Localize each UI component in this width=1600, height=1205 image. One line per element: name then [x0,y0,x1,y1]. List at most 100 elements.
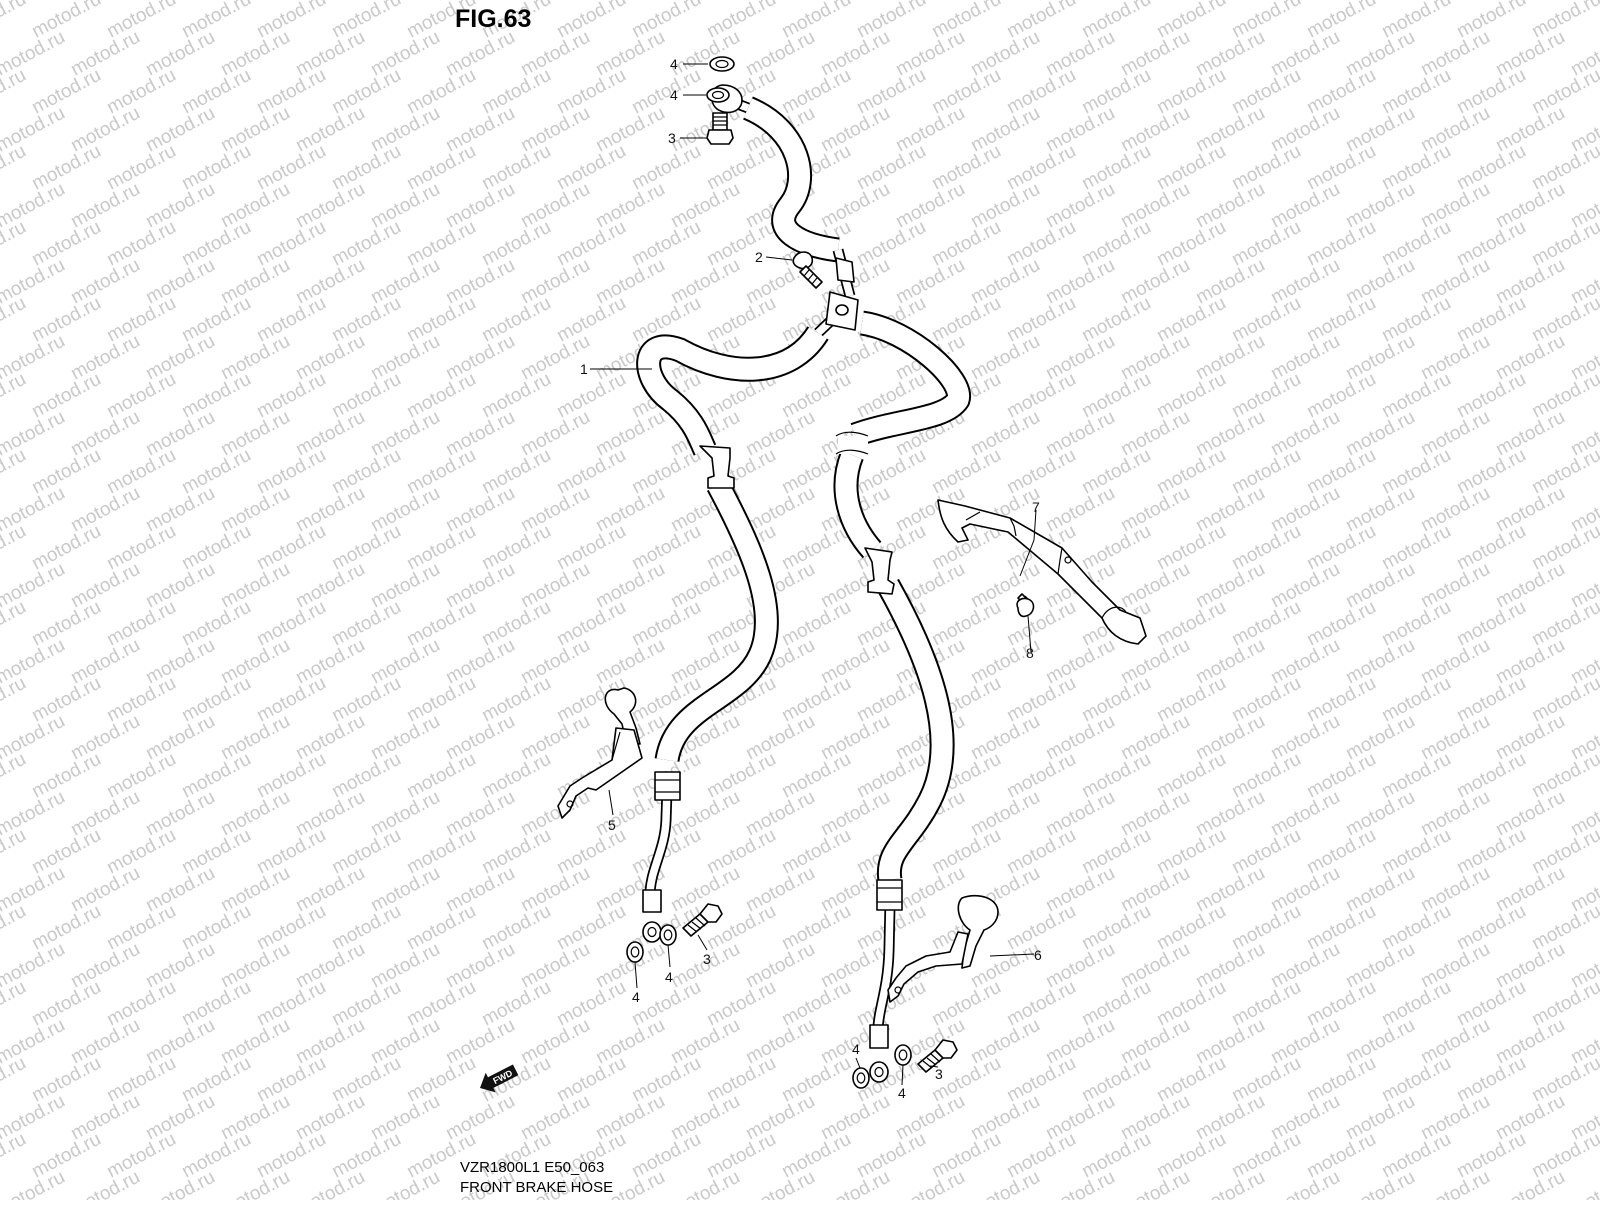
hose-clamp-5[interactable] [557,687,643,819]
watermark-text: motod.ru [478,65,554,119]
watermark-text: motod.ru [253,521,329,575]
callout-4a[interactable]: 4 [670,56,678,72]
washer-4-left-b[interactable] [659,924,677,946]
hose-clamp-6[interactable] [887,894,999,1003]
watermark-text: motod.ru [1453,825,1529,879]
watermark-text: motod.ru [478,977,554,1031]
watermark-text: motod.ru [1003,1053,1079,1107]
watermark-text: motod.ru [1003,1129,1079,1183]
watermark-text: motod.ru [553,293,629,347]
watermark-text: motod.ru [178,141,254,195]
watermark-text: motod.ru [1153,445,1229,499]
callout-5[interactable]: 5 [608,817,616,833]
hose-guide-7[interactable] [937,499,1147,645]
watermark-text: motod.ru [328,141,404,195]
watermark-text: motod.ru [403,445,479,499]
washer-4-right-a[interactable] [852,1067,870,1089]
watermark-text: motod.ru [28,293,104,347]
watermark-text: motod.ru [1042,1167,1118,1200]
callout-7[interactable]: 7 [1032,499,1040,515]
watermark-text: motod.ru [628,1129,704,1183]
watermark-text: motod.ru [478,141,554,195]
callout-leaders [590,63,1037,1086]
watermark-text: motod.ru [1528,825,1600,879]
watermark-text: motod.ru [178,445,254,499]
watermark-text: motod.ru [778,977,854,1031]
watermark-text: motod.ru [1003,977,1079,1031]
watermark-text: motod.ru [217,1167,293,1200]
watermark-text: motod.ru [553,521,629,575]
watermark-text: motod.ru [778,1053,854,1107]
watermark-text: motod.ru [178,65,254,119]
watermark-text: motod.ru [1153,977,1229,1031]
watermark-text: motod.ru [1528,1129,1600,1183]
watermark-text: motod.ru [1003,369,1079,423]
callout-4b[interactable]: 4 [670,87,678,103]
watermark-text: motod.ru [1153,825,1229,879]
figure-title: FIG.63 [455,5,531,33]
watermark-text: motod.ru [928,217,1004,271]
watermark-text: motod.ru [28,1053,104,1107]
callout-1[interactable]: 1 [580,361,588,377]
watermark-text: motod.ru [1228,901,1304,955]
watermark-text: motod.ru [553,141,629,195]
watermark-text: motod.ru [1303,1129,1379,1183]
washer-4-left-a[interactable] [626,941,644,963]
callout-2[interactable]: 2 [755,249,763,265]
watermark-text: motod.ru [28,977,104,1031]
washer-4-top-b[interactable] [706,87,730,103]
watermark-text: motod.ru [178,1129,254,1183]
watermark-text: motod.ru [778,1129,854,1183]
bolt-8[interactable] [1016,593,1035,618]
watermark-text: motod.ru [0,749,30,803]
watermark-text: motod.ru [28,825,104,879]
watermark-text: motod.ru [1303,977,1379,1031]
callout-4d[interactable]: 4 [665,969,673,985]
watermark-text: motod.ru [628,597,704,651]
watermark-text: motod.ru [103,977,179,1031]
watermark-text: motod.ru [853,749,929,803]
union-bolt-3-right[interactable] [917,1039,958,1073]
watermark-text: motod.ru [1453,977,1529,1031]
callout-3c[interactable]: 3 [935,1066,943,1082]
callout-4c[interactable]: 4 [632,989,640,1005]
watermark-text: motod.ru [1528,749,1600,803]
watermark-text: motod.ru [703,217,779,271]
bolt-2[interactable] [792,251,823,289]
watermark-text: motod.ru [1303,445,1379,499]
watermark-text: motod.ru [1153,1053,1229,1107]
watermark-text: motod.ru [703,293,779,347]
watermark-text: motod.ru [478,293,554,347]
watermark-text: motod.ru [817,1167,893,1200]
watermark-text: motod.ru [178,825,254,879]
watermark-text: motod.ru [1153,1129,1229,1183]
watermark-text: motod.ru [1192,1167,1268,1200]
washer-4-right-b[interactable] [894,1044,912,1066]
watermark-text: motod.ru [0,825,30,879]
callout-8[interactable]: 8 [1026,645,1034,661]
union-bolt-3-left[interactable] [682,903,723,937]
watermark-text: motod.ru [1453,65,1529,119]
watermark-text: motod.ru [403,901,479,955]
watermark-text: motod.ru [1378,1129,1454,1183]
watermark-text: motod.ru [1528,217,1600,271]
watermark-text: motod.ru [28,141,104,195]
watermark-text: motod.ru [403,749,479,803]
watermark-text: motod.ru [478,749,554,803]
front-brake-hose[interactable] [636,92,971,1031]
watermark-text: motod.ru [1078,141,1154,195]
callout-6[interactable]: 6 [1034,947,1042,963]
watermark-text: motod.ru [103,825,179,879]
watermark-text: motod.ru [28,673,104,727]
callout-3b[interactable]: 3 [703,951,711,967]
washer-4-top-a[interactable] [709,56,735,72]
callout-4e[interactable]: 4 [852,1041,860,1057]
watermark-text: motod.ru [103,1053,179,1107]
callout-3a[interactable]: 3 [668,130,676,146]
watermark-text: motod.ru [1303,141,1379,195]
watermark-text: motod.ru [328,977,404,1031]
callout-4f[interactable]: 4 [898,1085,906,1101]
watermark-text: motod.ru [103,673,179,727]
watermark-text: motod.ru [553,65,629,119]
